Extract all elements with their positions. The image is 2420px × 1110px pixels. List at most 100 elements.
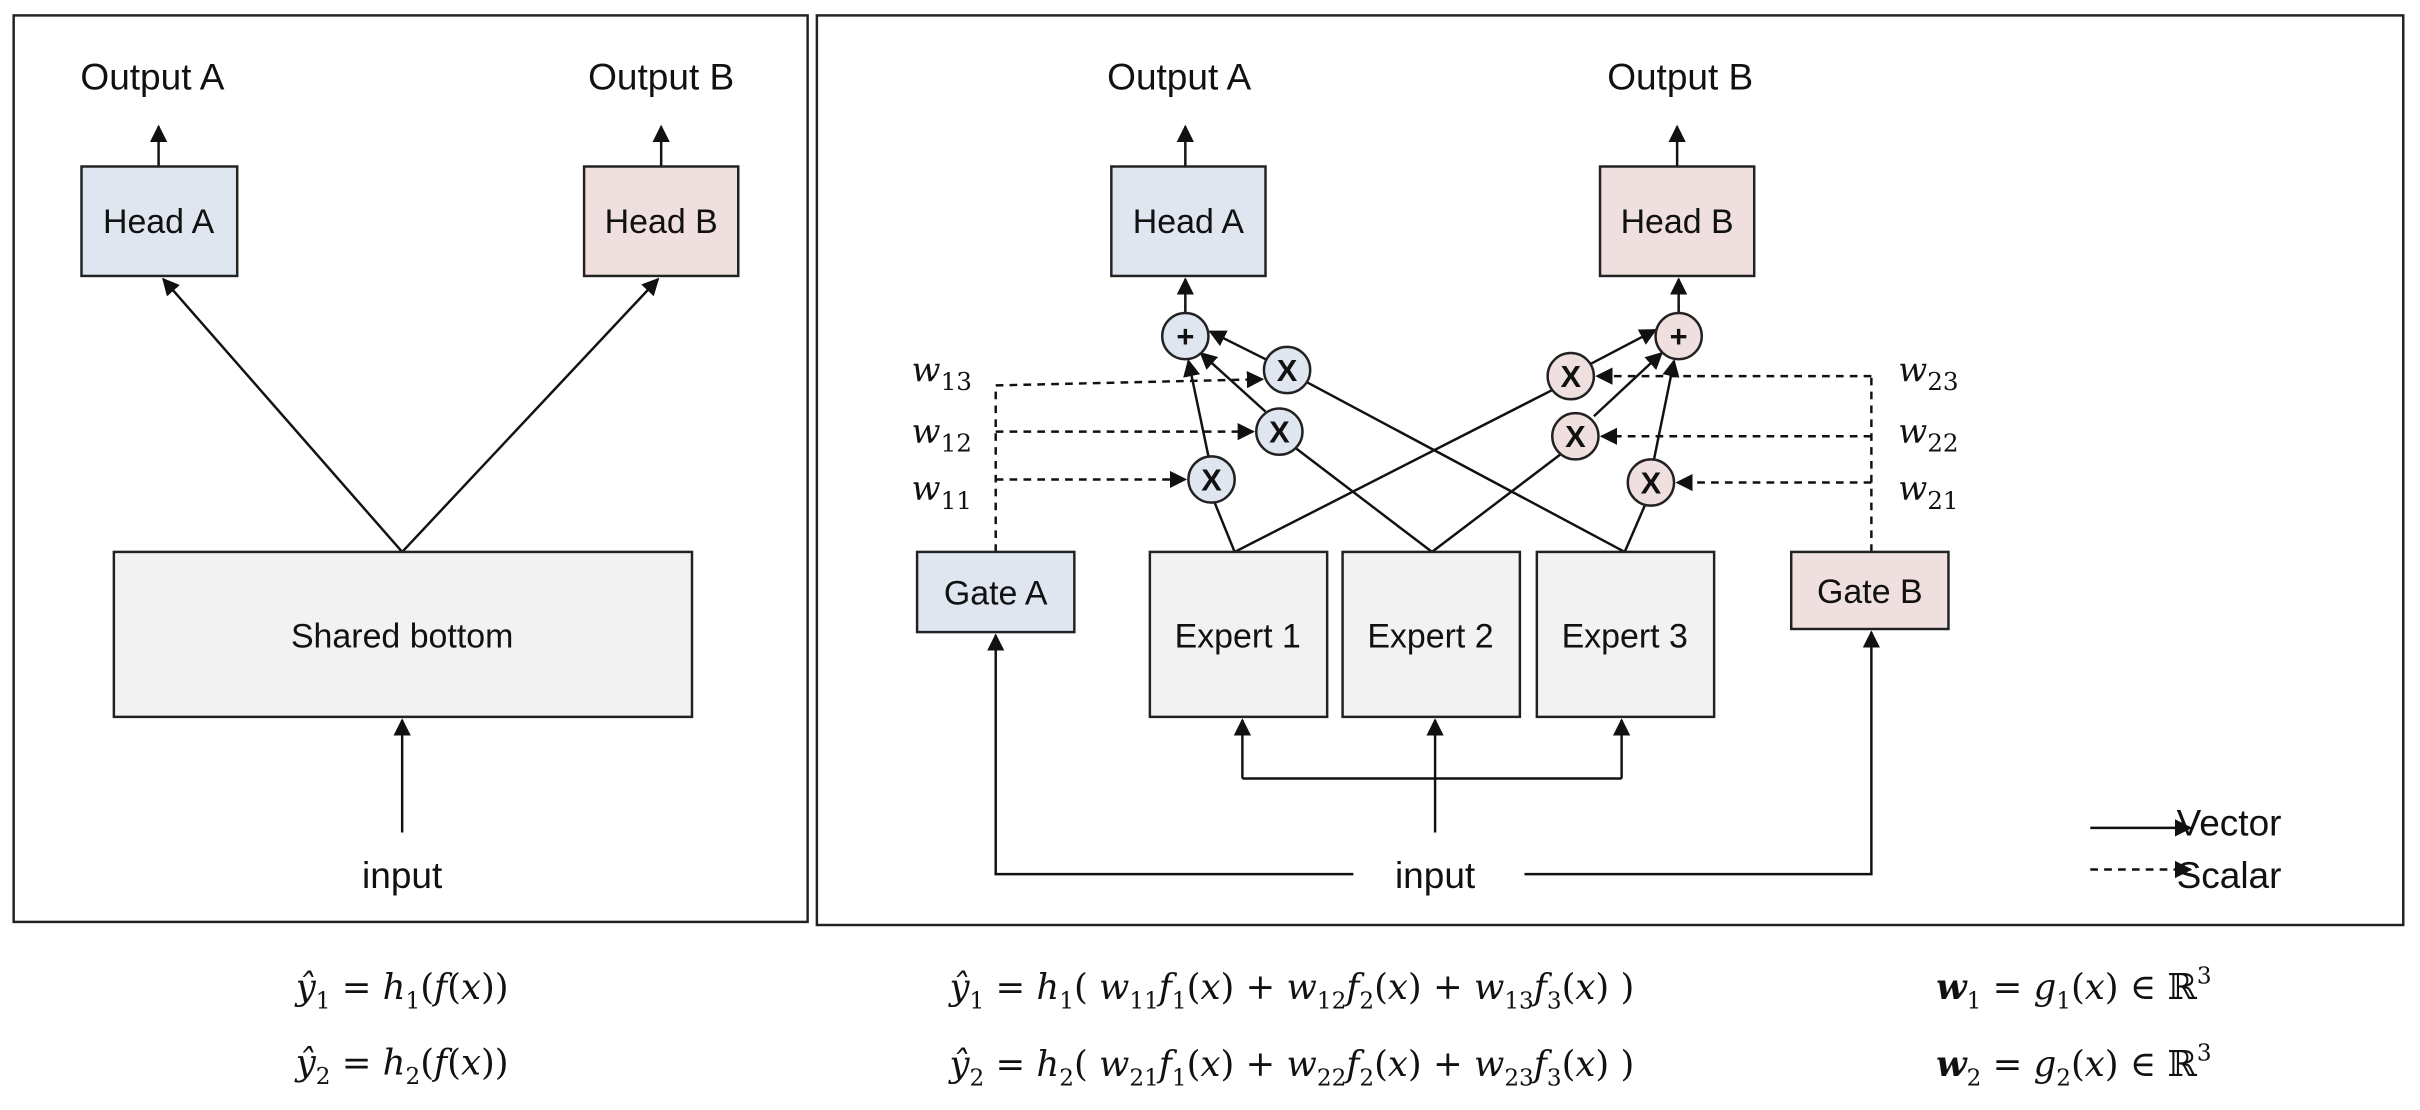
- formula-term: ) ∈ ℝ: [2105, 1044, 2198, 1085]
- formula-term: (: [1187, 1044, 1201, 1085]
- line-expert3-x21: [1623, 505, 1646, 553]
- output-a-label: Output A: [80, 56, 224, 97]
- svg-text:X: X: [1641, 465, 1662, 500]
- expert-2-box: [1341, 550, 1522, 719]
- weight-label-w21: w21: [1898, 469, 1958, 515]
- formula-term: 3: [2197, 1041, 2212, 1067]
- svg-text:X: X: [1269, 414, 1290, 449]
- formula-term: ) ): [1595, 967, 1634, 1008]
- formula-term: 2: [1967, 1065, 1982, 1091]
- multiply-node-w12: X: [1255, 407, 1304, 457]
- formula-term: (: [447, 1043, 461, 1084]
- formula-term: h: [1036, 967, 1059, 1008]
- weight-label-w13: w13: [912, 350, 972, 396]
- formula-term: ŷ: [294, 967, 317, 1008]
- multiply-node-w21: X: [1626, 458, 1676, 507]
- svg-text:X: X: [1560, 359, 1581, 394]
- formula-term: 12: [1317, 988, 1346, 1014]
- formula-term: ) +: [1408, 1044, 1474, 1085]
- gate-b-box: [1789, 550, 1950, 631]
- svg-text:X: X: [1565, 419, 1586, 454]
- formula-term: ) ): [1595, 1044, 1634, 1085]
- head-b-box: [1598, 165, 1756, 278]
- formula-term: ) +: [1408, 967, 1474, 1008]
- formula-term: x: [1200, 1044, 1220, 1085]
- svg-text:+: +: [1670, 319, 1688, 354]
- formula-term: 2: [316, 1064, 331, 1090]
- formula-term: x: [461, 967, 481, 1008]
- formula-term: 2: [1359, 1065, 1374, 1091]
- shared-formula-2: ŷ2 = h2(f(x)): [294, 1043, 509, 1090]
- formula-term: (: [1074, 1044, 1099, 1085]
- sum-node-b: +: [1654, 311, 1704, 361]
- formula-term: ) +: [1220, 967, 1286, 1008]
- head-b-label: Head B: [605, 203, 718, 241]
- weight-label-w12: w12: [912, 411, 972, 457]
- formula-term: 22: [1317, 1065, 1346, 1091]
- formula-term: )): [481, 967, 509, 1008]
- formula-term: x: [1200, 967, 1220, 1008]
- formula-term: 2: [405, 1064, 420, 1090]
- head-a-box: [1110, 165, 1267, 278]
- expert-3-label: Expert 3: [1562, 618, 1688, 656]
- shared-formula-1: ŷ1 = h1(f(x)): [294, 967, 509, 1014]
- formula-term: x: [2085, 967, 2105, 1008]
- formula-term: =: [1981, 967, 2033, 1008]
- formula-term: (: [447, 967, 461, 1008]
- multiply-node-w11: X: [1187, 455, 1236, 504]
- formula-term: w: [1099, 1044, 1129, 1085]
- svg-text:+: +: [1176, 319, 1194, 354]
- formula-term: (: [1187, 967, 1201, 1008]
- formula-term: 2: [1059, 1065, 1074, 1091]
- line-expert1-x23: [1234, 388, 1553, 554]
- formula-term: w: [1099, 967, 1129, 1008]
- expert-2-label: Expert 2: [1367, 618, 1493, 656]
- multiply-node-w13: X: [1262, 345, 1312, 395]
- mmoe-panel: Output A Output B Head A Head B + +: [815, 14, 2405, 927]
- formula-term: g: [2034, 967, 2057, 1008]
- head-a-label: Head A: [103, 203, 215, 241]
- formula-term: g: [2034, 1044, 2057, 1085]
- formula-term: (: [2071, 967, 2085, 1008]
- weight-label-w23: w23: [1898, 350, 1958, 396]
- formula-term: ŷ: [294, 1043, 317, 1084]
- formula-term: =: [330, 1043, 382, 1084]
- formula-term: h: [383, 1043, 406, 1084]
- formula-term: x: [1575, 967, 1595, 1008]
- shared-bottom-box: [112, 550, 694, 719]
- formula-term: w: [1936, 1044, 1968, 1085]
- formula-term: (: [1562, 1044, 1576, 1085]
- arrow-input-gate-a: [987, 633, 1354, 876]
- formula-term: (: [1074, 967, 1099, 1008]
- gate-formula-1: w1 = g1(x) ∈ ℝ3: [1936, 964, 2211, 1015]
- formula-term: 1: [405, 988, 420, 1014]
- formula-term: )): [481, 1043, 509, 1084]
- formula-term: x: [1388, 967, 1408, 1008]
- formula-term: 1: [1059, 988, 1074, 1014]
- line-expert1-x11: [1213, 502, 1236, 553]
- arrow-w13: [995, 370, 1265, 389]
- formula-term: 1: [1967, 988, 1982, 1014]
- expert-3-box: [1535, 550, 1716, 719]
- head-b-box: [582, 165, 740, 278]
- formula-term: 2: [2056, 1065, 2071, 1091]
- legend-scalar-label: Scalar: [2177, 855, 2282, 896]
- head-b-label: Head B: [1621, 203, 1734, 241]
- formula-term: (: [1374, 1044, 1388, 1085]
- formula-term: ) ∈ ℝ: [2105, 967, 2198, 1008]
- weight-label-w22: w22: [1898, 411, 1958, 457]
- formula-term: x: [1575, 1044, 1595, 1085]
- formula-term: =: [984, 1044, 1036, 1085]
- formula-term: ŷ: [947, 1044, 970, 1085]
- weight-label-w11: w11: [912, 469, 972, 515]
- formula-term: x: [1388, 1044, 1408, 1085]
- expert-1-box: [1148, 550, 1329, 719]
- formula-term: =: [1981, 1044, 2033, 1085]
- formula-term: (: [2071, 1044, 2085, 1085]
- output-b-label: Output B: [588, 56, 734, 97]
- expert-1-label: Expert 1: [1175, 618, 1301, 656]
- arrow-x12-to-sum-a: [1199, 351, 1267, 413]
- arrow-x23-to-sum-b: [1590, 328, 1658, 365]
- formula-term: 1: [1172, 988, 1187, 1014]
